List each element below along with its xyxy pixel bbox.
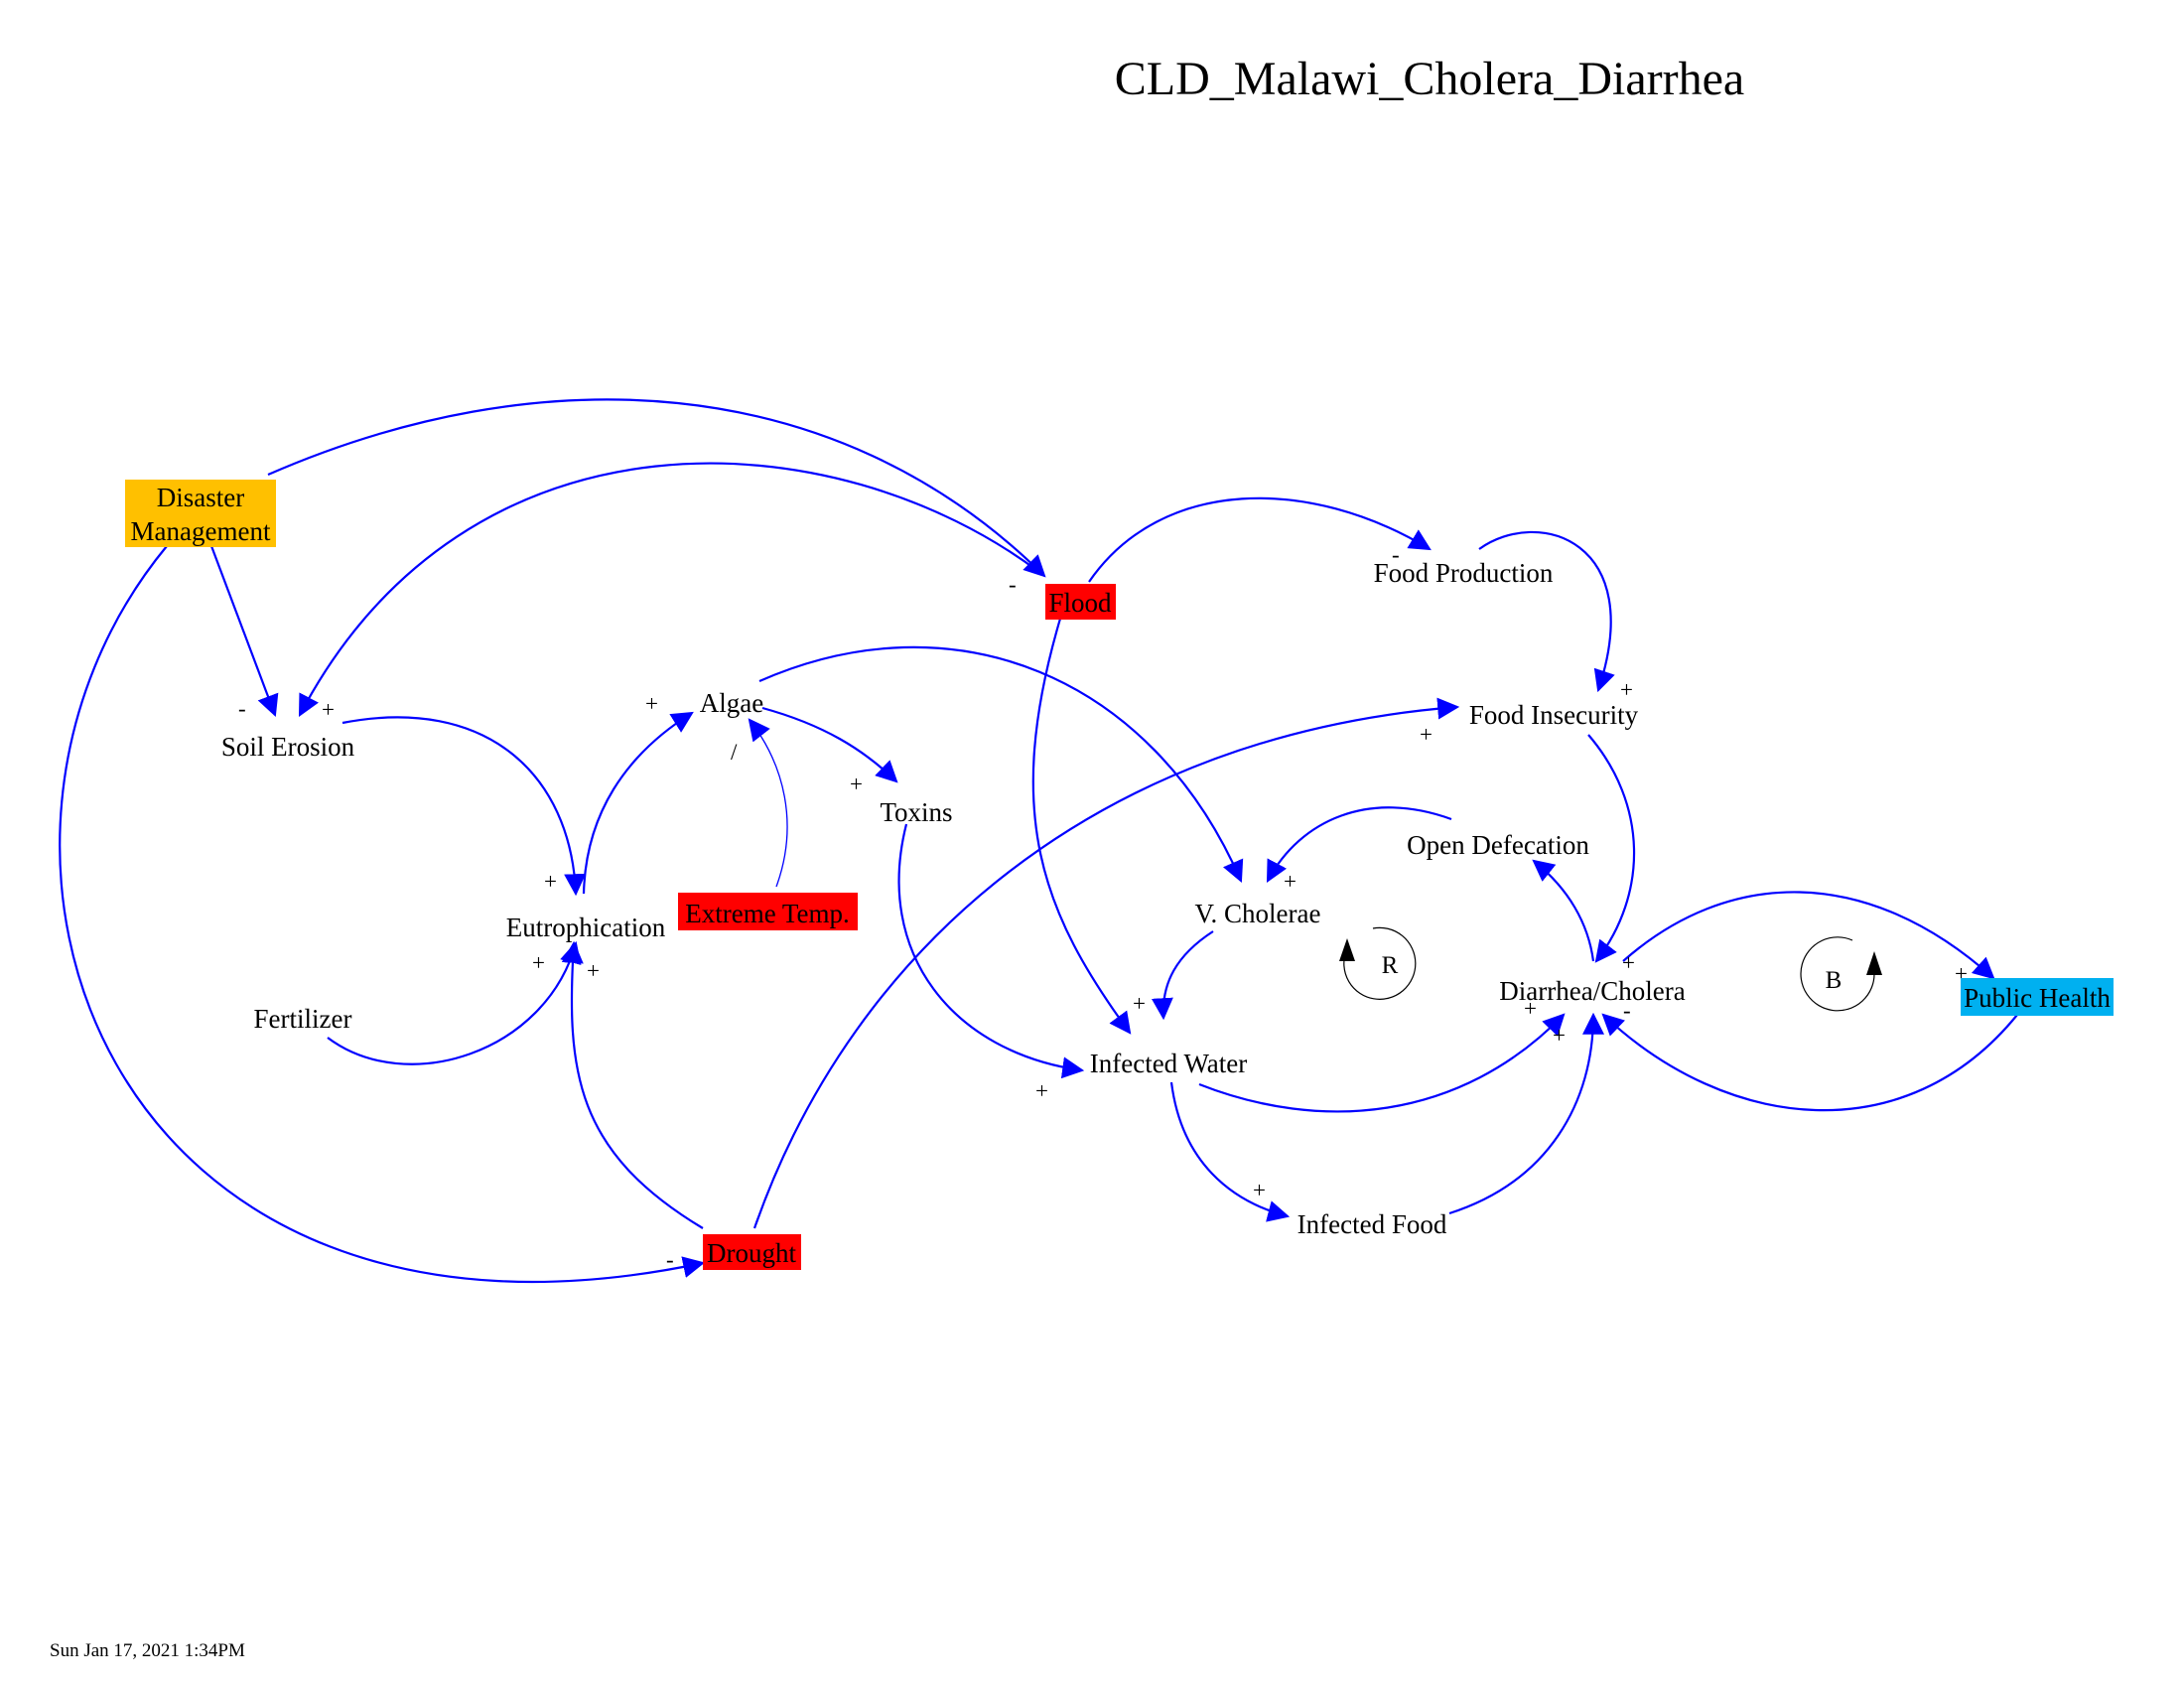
polarity-sign: +: [645, 691, 658, 716]
link-v-cholerae-to-infected-water: [1151, 930, 1214, 1021]
node-public-health[interactable]: Public Health: [1961, 978, 2114, 1016]
link-eutrophication-to-algae: [582, 711, 694, 895]
polarity-sign: -: [1392, 542, 1400, 567]
polarity-sign: +: [1620, 677, 1633, 702]
node-eutrophication[interactable]: Eutrophication: [506, 913, 666, 942]
node-box: [678, 893, 858, 930]
node-soil-erosion[interactable]: Soil Erosion: [221, 732, 355, 762]
link-infected-food-to-diarrhea-cholera: [1448, 1012, 1604, 1215]
node-food-production[interactable]: Food Production: [1374, 558, 1554, 588]
polarity-sign: -: [238, 696, 246, 721]
node-label: Drought: [707, 1238, 796, 1268]
polarity-sign: +: [850, 772, 863, 796]
polarity-sign: +: [1553, 1023, 1566, 1048]
link-disaster-management-to-flood: [267, 398, 1046, 578]
link-diarrhea-cholera-to-public-health: [1622, 891, 1995, 980]
link-food-insecurity-to-diarrhea-cholera: [1587, 734, 1636, 963]
node-infected-water[interactable]: Infected Water: [1090, 1049, 1247, 1078]
links: [59, 398, 2018, 1284]
polarity-sign: +: [1133, 991, 1146, 1016]
node-label-line1: Disaster: [157, 483, 244, 512]
polarity-sign: +: [1284, 869, 1297, 894]
polarity-sign: +: [322, 697, 335, 722]
link-infected-water-to-diarrhea-cholera: [1198, 1013, 1566, 1113]
polarity-sign: +: [532, 950, 545, 975]
node-extreme-temp[interactable]: Extreme Temp.: [678, 893, 858, 930]
link-algae-to-toxins: [761, 706, 898, 783]
link-extreme-temp-to-algae: [748, 718, 788, 888]
polarity-signs: - - + - - + + + / + + + + + + + + + - + …: [238, 542, 1968, 1272]
loop-indicator-reinforcing: R: [1339, 926, 1417, 1000]
loop-arc-icon: [1800, 936, 1875, 1012]
polarity-sign: +: [587, 958, 600, 983]
polarity-sign: -: [1009, 572, 1017, 597]
link-algae-to-v-cholerae: [758, 645, 1244, 884]
link-disaster-management-to-drought: [59, 545, 706, 1284]
polarity-sign: +: [544, 869, 557, 894]
polarity-sign: +: [1622, 950, 1635, 975]
node-flood[interactable]: Flood: [1045, 584, 1116, 620]
link-fertilizer-to-eutrophication: [327, 940, 582, 1065]
polarity-sign: +: [1253, 1178, 1266, 1202]
loop-arrow-icon: [1866, 951, 1882, 975]
node-label-line2: Management: [131, 516, 271, 546]
node-label: Extreme Temp.: [685, 899, 850, 928]
link-flood-to-infected-water: [1031, 618, 1132, 1035]
node-box: [1961, 978, 2114, 1016]
loop-arrow-icon: [1339, 938, 1355, 961]
polarity-sign: +: [1420, 722, 1433, 747]
node-disaster-management[interactable]: Disaster Management: [125, 480, 276, 547]
node-v-cholerae[interactable]: V. Cholerae: [1195, 899, 1321, 928]
link-drought-to-food-insecurity: [752, 697, 1460, 1229]
node-box: [703, 1234, 801, 1270]
node-box: [1045, 584, 1116, 620]
polarity-sign: -: [666, 1247, 674, 1272]
node-fertilizer[interactable]: Fertilizer: [254, 1004, 352, 1034]
link-food-production-to-food-insecurity: [1478, 530, 1615, 693]
node-open-defecation[interactable]: Open Defecation: [1407, 830, 1589, 860]
diagram-title: CLD_Malawi_Cholera_Diarrhea: [1115, 53, 1744, 105]
timestamp: Sun Jan 17, 2021 1:34PM: [50, 1640, 245, 1661]
link-disaster-management-to-soil-erosion: [209, 545, 279, 718]
loop-label-r: R: [1382, 952, 1399, 979]
node-box: [125, 480, 276, 547]
node-label: Public Health: [1964, 983, 2111, 1013]
link-public-health-to-diarrhea-cholera: [1601, 1013, 2018, 1112]
loop-label-b: B: [1826, 967, 1843, 994]
link-soil-erosion-to-eutrophication: [341, 716, 587, 897]
link-open-defecation-to-v-cholerae: [1266, 806, 1452, 883]
link-drought-to-eutrophication: [561, 940, 704, 1229]
node-food-insecurity[interactable]: Food Insecurity: [1469, 700, 1639, 730]
link-infected-water-to-infected-food: [1169, 1081, 1291, 1222]
node-algae[interactable]: Algae: [700, 688, 763, 718]
loop-arc-icon: [1343, 926, 1417, 1000]
polarity-sign: /: [731, 740, 738, 765]
node-drought[interactable]: Drought: [703, 1234, 801, 1270]
loop-indicator-balancing: B: [1800, 936, 1882, 1012]
node-label: Flood: [1048, 588, 1112, 618]
node-infected-food[interactable]: Infected Food: [1297, 1209, 1447, 1239]
polarity-sign: +: [1524, 996, 1537, 1021]
link-flood-to-soil-erosion: [298, 462, 1041, 717]
node-diarrhea-cholera[interactable]: Diarrhea/Cholera: [1499, 976, 1685, 1006]
link-flood-to-food-production: [1088, 496, 1432, 583]
polarity-sign: -: [1623, 998, 1631, 1023]
polarity-sign: +: [1035, 1078, 1048, 1103]
node-toxins[interactable]: Toxins: [880, 797, 952, 827]
link-toxins-to-infected-water: [897, 823, 1085, 1079]
link-diarrhea-cholera-to-open-defecation: [1532, 859, 1595, 962]
